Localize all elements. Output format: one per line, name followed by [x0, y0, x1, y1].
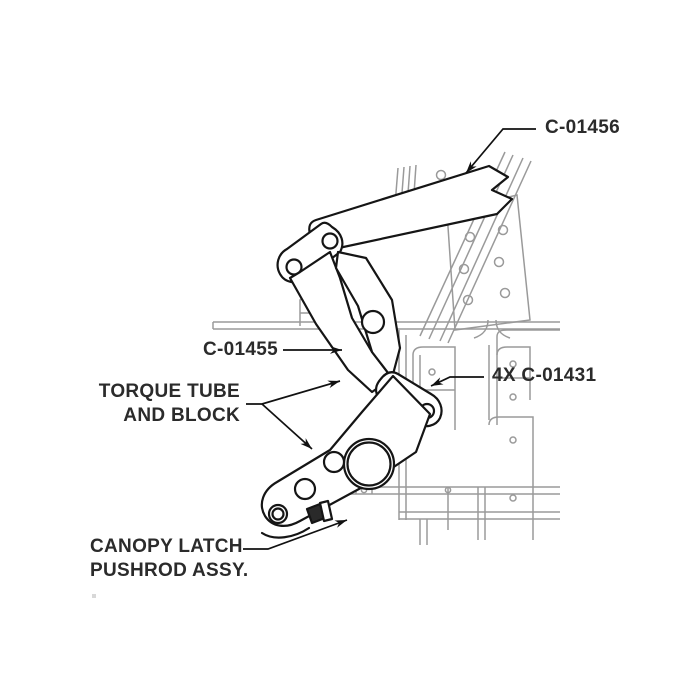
callout-torque-tube-line2: AND BLOCK — [123, 405, 240, 426]
lower-bulkhead-structure — [340, 329, 560, 545]
callout-c-01455: C-01455 — [203, 339, 278, 360]
leader-c-01456 — [465, 128, 536, 174]
linkage-assembly — [260, 164, 514, 539]
canopy-frame-panel — [446, 194, 531, 339]
artifact-speck — [92, 594, 96, 598]
leader-c-01431 — [430, 376, 484, 387]
part-torque-tube-bellcrank — [260, 374, 432, 527]
part-canopy-latch-pushrod — [260, 499, 334, 539]
part-upper-short-link — [276, 221, 344, 284]
leader-canopy-latch — [243, 519, 348, 550]
callout-c-01431: 4X C-01431 — [492, 365, 597, 386]
leader-torque-tube-2 — [261, 403, 313, 450]
callout-canopy-latch-line2: PUSHROD ASSY. — [90, 560, 248, 581]
leader-lines — [243, 128, 536, 550]
leader-torque-tube — [246, 380, 341, 405]
callout-labels: C-01456 C-01455 TORQUE TUBE AND BLOCK 4X… — [90, 117, 620, 581]
callout-c-01456: C-01456 — [545, 117, 620, 138]
callout-canopy-latch-line1: CANOPY LATCH — [90, 536, 243, 557]
callout-torque-tube-line1: TORQUE TUBE — [99, 381, 240, 402]
